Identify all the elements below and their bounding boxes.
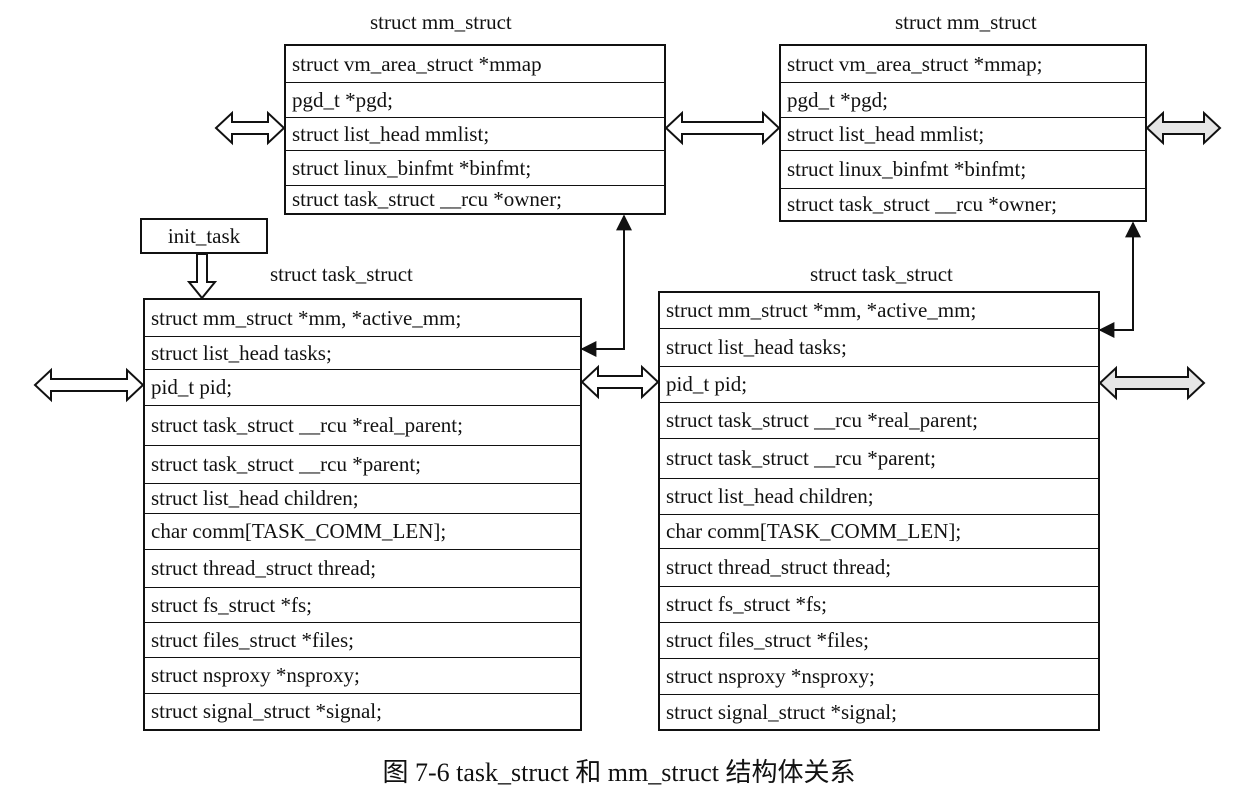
mm-struct-left-box: struct vm_area_struct *mmap pgd_t *pgd; … bbox=[284, 44, 666, 215]
task-left-field-parent: struct task_struct __rcu *parent; bbox=[145, 446, 580, 484]
init-task-down-arrow bbox=[186, 253, 218, 300]
double-arrow-task-between bbox=[580, 364, 660, 400]
mm-right-field-owner: struct task_struct __rcu *owner; bbox=[787, 192, 1058, 216]
figure-caption: 图 7-6 task_struct 和 mm_struct 结构体关系 bbox=[382, 758, 856, 787]
task-right-field-signal: struct signal_struct *signal; bbox=[666, 699, 897, 724]
double-arrow-mm-left-in bbox=[214, 110, 286, 146]
task-struct-left-box: struct mm_struct *mm, *active_mm; struct… bbox=[143, 298, 582, 731]
task-right-field-real-parent: struct task_struct __rcu *real_parent; bbox=[660, 403, 1098, 439]
task-right-field-files: struct files_struct *files; bbox=[660, 623, 1098, 659]
task-left-field-fs: struct fs_struct *fs; bbox=[145, 588, 580, 623]
double-arrow-mm-right-out bbox=[1145, 110, 1222, 146]
init-task-box: init_task bbox=[140, 218, 268, 254]
task-right-field-parent: struct task_struct __rcu *parent; bbox=[660, 439, 1098, 479]
task-left-field-children: struct list_head children; bbox=[145, 484, 580, 514]
task-struct-right-box: struct mm_struct *mm, *active_mm; struct… bbox=[658, 291, 1100, 731]
mm-owner-link-left bbox=[580, 214, 632, 357]
task-right-field-fs: struct fs_struct *fs; bbox=[660, 587, 1098, 623]
task-left-field-comm: char comm[TASK_COMM_LEN]; bbox=[145, 514, 580, 550]
task-left-field-thread: struct thread_struct thread; bbox=[145, 550, 580, 588]
task-right-field-mm: struct mm_struct *mm, *active_mm; bbox=[660, 293, 1098, 329]
double-arrow-task-right-out bbox=[1098, 365, 1206, 401]
mm-left-field-pgd: pgd_t *pgd; bbox=[286, 83, 664, 118]
mm-left-field-mmlist: struct list_head mmlist; bbox=[286, 118, 664, 151]
task-left-field-files: struct files_struct *files; bbox=[145, 623, 580, 658]
mm-right-field-mmlist: struct list_head mmlist; bbox=[781, 118, 1145, 151]
mm-struct-left-title: struct mm_struct bbox=[370, 10, 512, 34]
mm-owner-link-right bbox=[1098, 221, 1141, 338]
task-left-field-real-parent: struct task_struct __rcu *real_parent; bbox=[145, 406, 580, 446]
mm-left-field-binfmt: struct linux_binfmt *binfmt; bbox=[286, 151, 664, 186]
task-left-field-pid: pid_t pid; bbox=[145, 370, 580, 406]
task-right-field-thread: struct thread_struct thread; bbox=[660, 549, 1098, 587]
mm-right-field-pgd: pgd_t *pgd; bbox=[781, 83, 1145, 118]
mm-struct-right-title: struct mm_struct bbox=[895, 10, 1037, 34]
task-left-field-signal: struct signal_struct *signal; bbox=[151, 699, 382, 723]
mm-right-field-binfmt: struct linux_binfmt *binfmt; bbox=[781, 151, 1145, 189]
task-right-field-nsproxy: struct nsproxy *nsproxy; bbox=[660, 659, 1098, 695]
task-right-field-tasks: struct list_head tasks; bbox=[660, 329, 1098, 367]
mm-right-field-mmap: struct vm_area_struct *mmap; bbox=[781, 46, 1145, 83]
task-right-field-pid: pid_t pid; bbox=[660, 367, 1098, 403]
task-right-field-comm: char comm[TASK_COMM_LEN]; bbox=[660, 515, 1098, 549]
mm-struct-right-box: struct vm_area_struct *mmap; pgd_t *pgd;… bbox=[779, 44, 1147, 222]
mm-left-field-owner: struct task_struct __rcu *owner; bbox=[292, 187, 563, 211]
task-left-field-tasks: struct list_head tasks; bbox=[145, 337, 580, 370]
mm-left-field-mmap: struct vm_area_struct *mmap bbox=[286, 46, 664, 83]
task-left-field-nsproxy: struct nsproxy *nsproxy; bbox=[145, 658, 580, 694]
task-struct-left-title: struct task_struct bbox=[270, 262, 413, 286]
double-arrow-mm-between bbox=[664, 110, 781, 146]
task-struct-right-title: struct task_struct bbox=[810, 262, 953, 286]
task-right-field-children: struct list_head children; bbox=[660, 479, 1098, 515]
task-left-field-mm: struct mm_struct *mm, *active_mm; bbox=[145, 300, 580, 337]
double-arrow-task-left-in bbox=[33, 367, 145, 403]
